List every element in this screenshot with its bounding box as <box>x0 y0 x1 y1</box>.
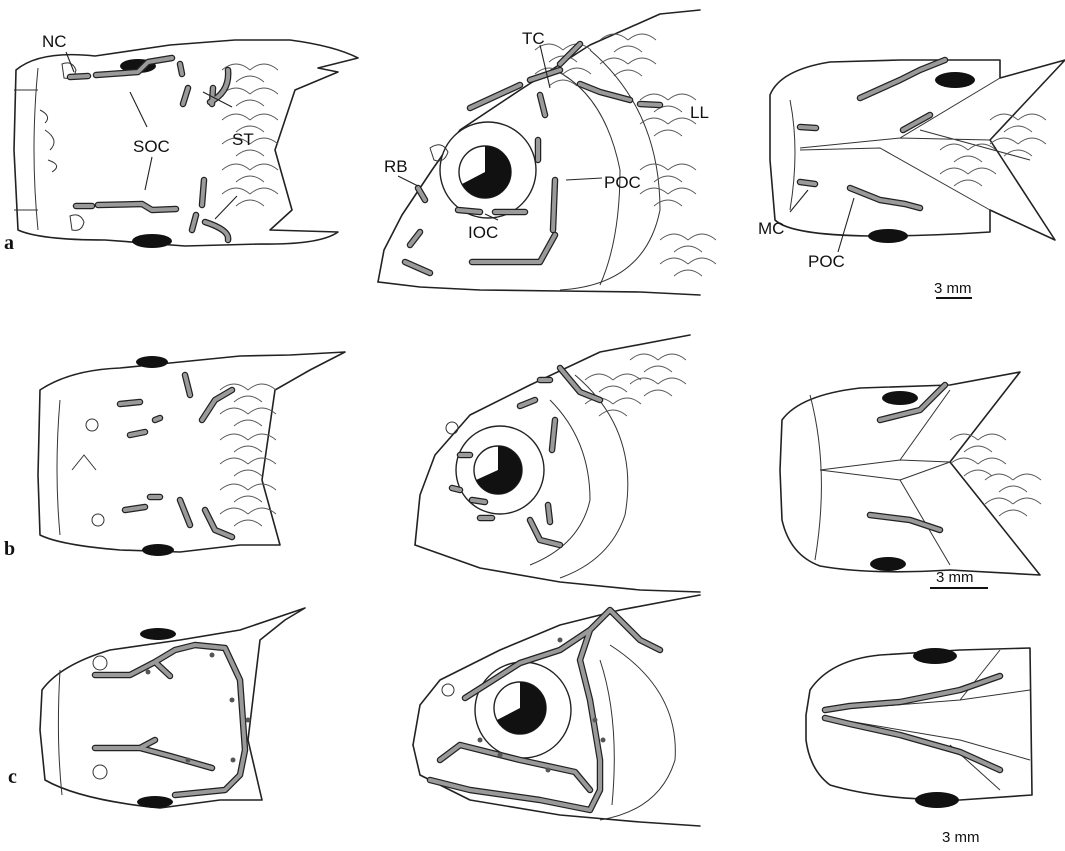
ventral-view-c: 3 mm <box>806 648 1032 846</box>
scale-bar-label: 3 mm <box>934 280 972 297</box>
supraorbital-canal <box>70 58 176 210</box>
label-ll: LL <box>690 103 709 122</box>
dorsal-view-a: NC SOC ST <box>14 32 358 248</box>
label-ioc: IOC <box>468 223 498 242</box>
label-nc: NC <box>42 32 67 51</box>
eye-ventral-bottom <box>870 557 906 571</box>
row-letter-c: c <box>8 766 17 788</box>
lateral-view-a: TC LL RB POC IOC <box>378 10 716 295</box>
ventral-canals <box>870 385 945 530</box>
row-c: c <box>8 595 1032 846</box>
eye-ventral-top <box>882 391 918 405</box>
eye-dorsal-right <box>132 234 172 248</box>
scale-bar-label: 3 mm <box>936 569 974 586</box>
supratemporal-canal <box>180 64 228 240</box>
eye-dorsal-top <box>136 356 168 368</box>
eye-ventral-bottom <box>868 229 908 243</box>
head-outline <box>40 608 305 808</box>
label-st: ST <box>232 130 254 149</box>
label-mc: MC <box>758 219 784 238</box>
lateral-view-b <box>415 335 700 592</box>
eye-dorsal-top <box>140 628 176 640</box>
eye-ventral-top <box>913 648 957 664</box>
label-tc: TC <box>522 29 545 48</box>
eye-ventral-top <box>935 72 975 88</box>
row-a: a NC SOC <box>4 10 1065 298</box>
head-outline <box>14 40 358 246</box>
row-b: b <box>4 335 1041 592</box>
lateral-view-c <box>413 595 700 826</box>
dorsal-view-c <box>40 608 305 808</box>
eye-dorsal-bottom <box>137 796 173 808</box>
scale-bar-label: 3 mm <box>942 829 980 846</box>
dorsal-canals <box>95 645 245 795</box>
label-rb: RB <box>384 157 408 176</box>
dorsal-canals <box>120 375 232 537</box>
label-poc: POC <box>604 173 641 192</box>
row-letter-b: b <box>4 538 15 560</box>
label-soc: SOC <box>133 137 170 156</box>
ventral-canals <box>800 60 945 208</box>
dorsal-view-b <box>38 352 345 556</box>
ventral-view-b: 3 mm <box>780 372 1041 588</box>
eye-dorsal-bottom <box>142 544 174 556</box>
label-poc-ventral: POC <box>808 252 845 271</box>
row-letter-a: a <box>4 232 14 254</box>
eye-ventral-bottom <box>915 792 959 808</box>
ventral-canals <box>825 676 1000 770</box>
ventral-view-a: MC POC 3 mm <box>758 60 1065 298</box>
